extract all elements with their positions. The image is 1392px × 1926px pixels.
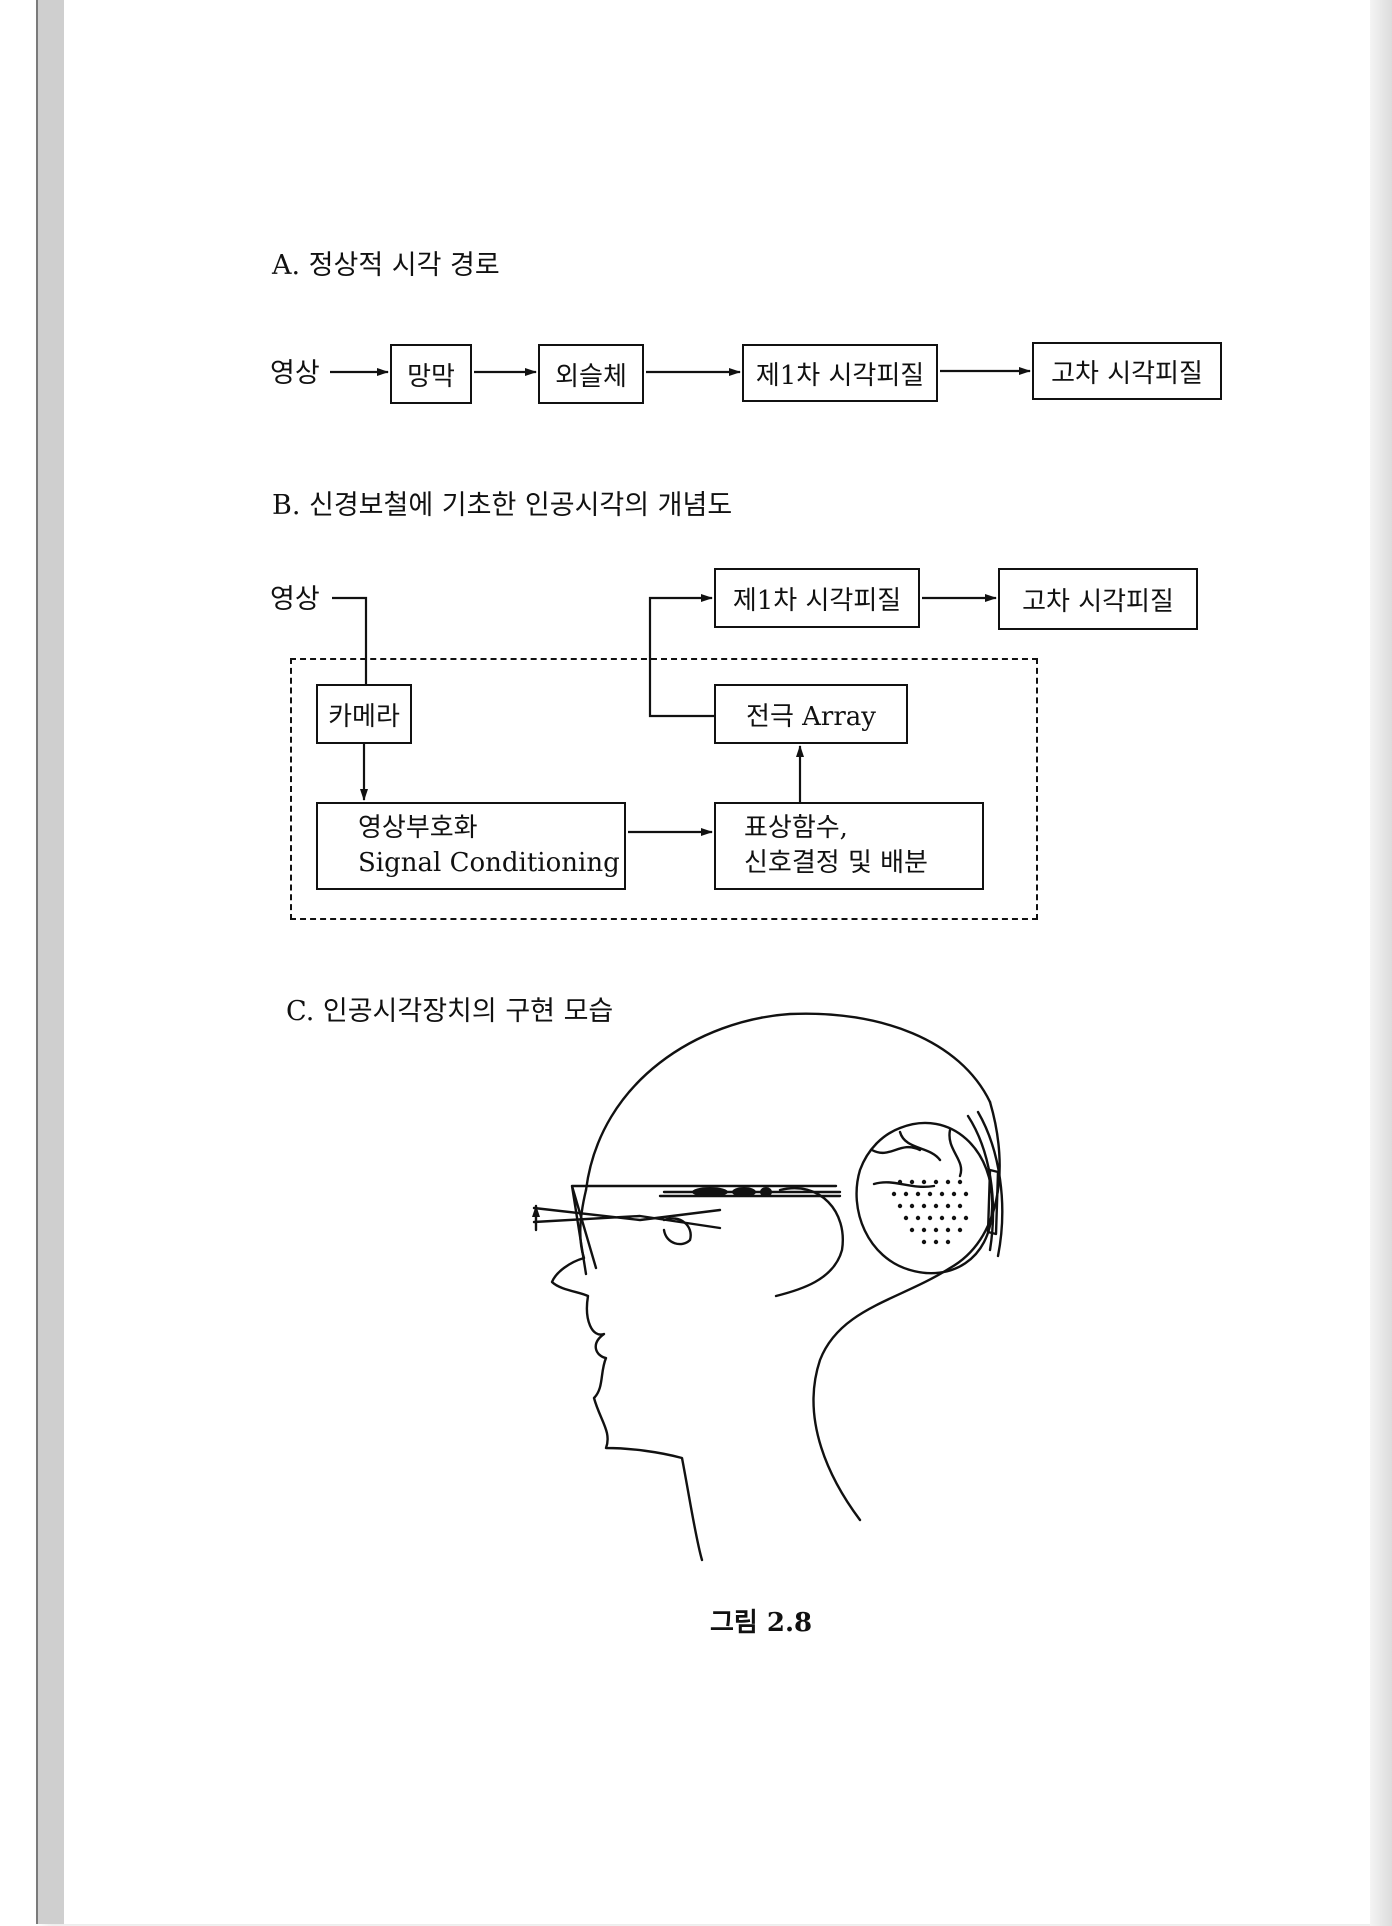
section-b-title: B. 신경보철에 기초한 인공시각의 개념도 (272, 490, 733, 521)
higher-visual-cortex-box: 고차 시각피질 (1032, 342, 1222, 400)
eye-outline (662, 1217, 692, 1246)
ear-outline (774, 1187, 845, 1298)
back-of-head-neck (812, 1100, 1001, 1522)
camera-module-icons (692, 1187, 772, 1197)
signal-decision-label: 신호결정 및 배분 (744, 848, 928, 878)
b-primary-visual-cortex-box: 제1차 시각피질 (714, 568, 920, 628)
primary-visual-cortex-label: 제1차 시각피질 (755, 360, 925, 391)
arrow-electrode-to-v1 (648, 594, 714, 718)
mapping-box: 표상함수, 신호결정 및 배분 (714, 802, 984, 890)
lgn-label: 외슬체 (555, 361, 627, 392)
b-higher-visual-cortex-box: 고차 시각피질 (998, 568, 1198, 630)
page-right-edge (1370, 0, 1392, 1926)
light-rays (532, 1206, 722, 1230)
section-a-input-label: 영상 (270, 358, 320, 389)
section-c-title: C. 인공시각장치의 구현 모습 (286, 996, 614, 1027)
camera-label: 카메라 (328, 701, 400, 732)
electrode-array-label: 전극 Array (746, 701, 876, 732)
visual-cortex-dots (891, 1179, 969, 1245)
primary-visual-cortex-box: 제1차 시각피질 (742, 344, 938, 402)
higher-visual-cortex-label: 고차 시각피질 (1051, 358, 1203, 389)
retina-box: 망막 (390, 344, 472, 404)
image-encoding-label: 영상부호화 (358, 812, 478, 843)
section-b-input-label: 영상 (270, 584, 320, 615)
eyeglasses-frame (570, 1184, 838, 1276)
retina-label: 망막 (407, 361, 455, 392)
skull-outline (584, 1012, 992, 1192)
line-image-to-camera (332, 596, 368, 684)
device-boundary-dashed (290, 658, 1038, 920)
image-encoding-box: 영상부호화 Signal Conditioning (316, 802, 626, 890)
cortex-wrinkles (870, 1128, 963, 1188)
document-page (38, 0, 1392, 1924)
figure-caption: 그림 2.8 (710, 1608, 813, 1638)
camera-box: 카메라 (316, 684, 412, 744)
representation-function-label: 표상함수, (744, 812, 848, 843)
lgn-box: 외슬체 (538, 344, 644, 404)
b-primary-visual-cortex-label: 제1차 시각피질 (732, 585, 902, 616)
signal-conditioning-label: Signal Conditioning (358, 848, 620, 878)
brain-cutaway (855, 1121, 994, 1275)
electrode-array-box: 전극 Array (714, 684, 908, 744)
face-profile (550, 1188, 704, 1562)
section-a-title: A. 정상적 시각 경로 (272, 250, 500, 281)
b-higher-visual-cortex-label: 고차 시각피질 (1022, 586, 1174, 617)
implant-plate (986, 1168, 1000, 1236)
